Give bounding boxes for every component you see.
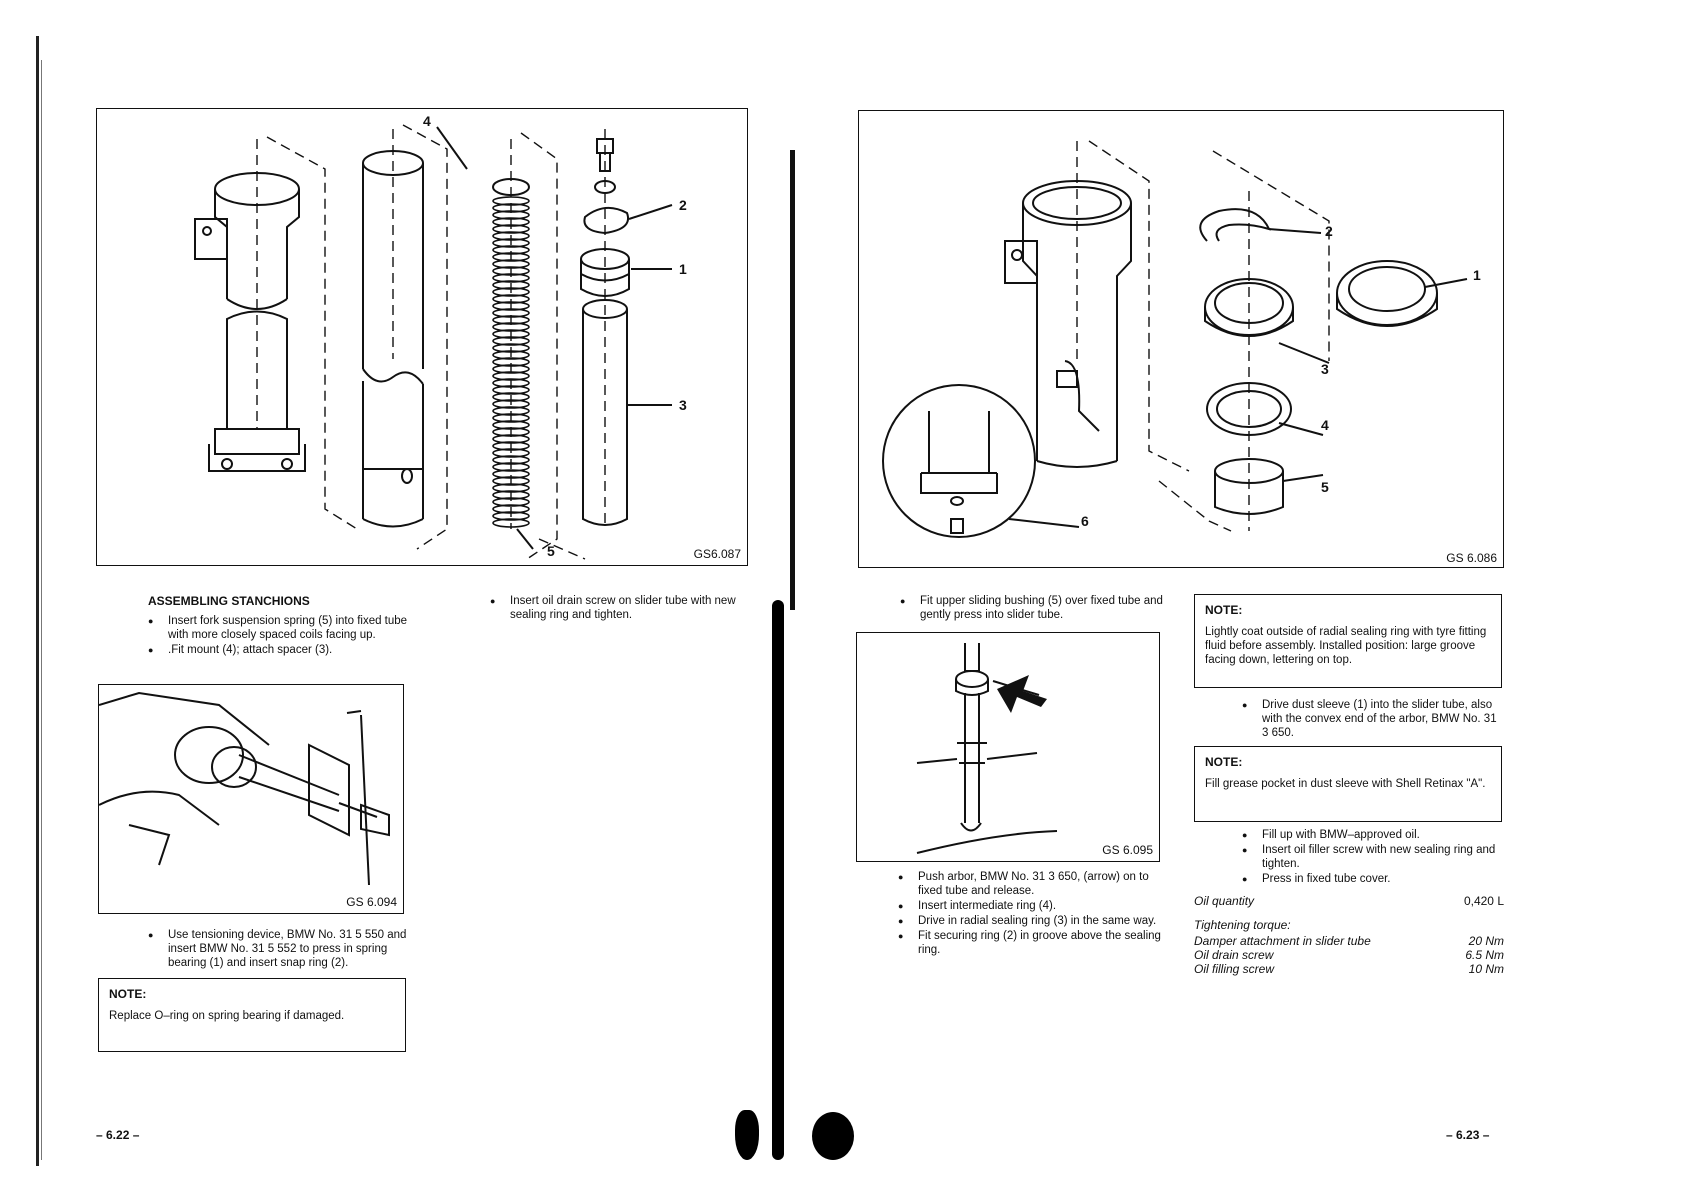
binding-edge (36, 36, 39, 1166)
arrow-icon (997, 675, 1047, 713)
figure-arbor: GS 6.095 (856, 632, 1160, 862)
bullet-item: Fit securing ring (2) in groove above th… (898, 929, 1166, 957)
note-title: NOTE: (109, 987, 147, 1001)
torque-value: 10 Nm (1468, 962, 1504, 976)
oil-quantity-label: Oil quantity (1194, 894, 1255, 908)
bullet-item: Push arbor, BMW No. 31 3 650, (arrow) on… (898, 870, 1166, 898)
callout-5: 5 (547, 543, 555, 559)
stanchion-exploded-drawing (194, 124, 673, 560)
note-box-right-1: NOTE: Lightly coat outside of radial sea… (1194, 594, 1502, 688)
arbor-drawing (916, 643, 1058, 854)
torque-label: Oil drain screw (1194, 948, 1274, 962)
bullet-item: .Fit mount (4); attach spacer (3). (148, 643, 416, 657)
figure-code: GS6.087 (693, 547, 741, 561)
binding-edge-inner (41, 60, 42, 1160)
page-number-left: – 6.22 – (96, 1128, 140, 1142)
bullets-c: Insert oil drain screw on slider tube wi… (490, 594, 752, 623)
torque-label: Oil filling screw (1194, 962, 1275, 976)
bullet-item: Insert oil filler screw with new sealing… (1242, 843, 1504, 871)
bullet-item: Insert oil drain screw on slider tube wi… (490, 594, 752, 622)
torque-label: Damper attachment in slider tube (1194, 934, 1371, 948)
bullet-item: Fill up with BMW–approved oil. (1242, 828, 1504, 842)
page-number-right: – 6.23 – (1446, 1128, 1490, 1142)
callout-1: 1 (1473, 267, 1481, 283)
figure-slider-exploded: 2 1 3 4 5 6 GS 6.086 (858, 110, 1504, 568)
slider-exploded-drawing (882, 140, 1468, 538)
callout-6: 6 (1081, 513, 1089, 529)
bullet-item: Press in fixed tube cover. (1242, 872, 1504, 886)
bullets-a-right: Fit upper sliding bushing (5) over fixed… (900, 594, 1164, 623)
bullet-item: Drive in radial sealing ring (3) in the … (898, 914, 1166, 928)
bullets-b: Use tensioning device, BMW No. 31 5 550 … (148, 928, 410, 971)
figure-tensioning-device: GS 6.094 (98, 684, 404, 914)
bullets-c-right: Drive dust sleeve (1) into the slider tu… (1242, 698, 1504, 741)
tensioning-device-drawing (99, 691, 390, 886)
bullets-b-right: Push arbor, BMW No. 31 3 650, (arrow) on… (898, 870, 1166, 958)
note-title: NOTE: (1205, 603, 1243, 617)
bullets-a: Insert fork suspension spring (5) into f… (148, 614, 416, 658)
gutter-shadow (772, 600, 784, 1160)
note-body: Replace O–ring on spring bearing if dama… (109, 1010, 345, 1022)
oil-quantity-value: 0,420 L (1463, 894, 1504, 908)
callout-4: 4 (423, 113, 431, 129)
gutter-blot-2 (735, 1110, 759, 1160)
torque-heading: Tightening torque: (1194, 918, 1291, 932)
bullet-item: Insert fork suspension spring (5) into f… (148, 614, 416, 642)
callout-2: 2 (679, 197, 687, 213)
bullet-item: Use tensioning device, BMW No. 31 5 550 … (148, 928, 410, 970)
bullets-d-right: Fill up with BMW–approved oil. Insert oi… (1242, 828, 1504, 887)
callout-5: 5 (1321, 479, 1329, 495)
figure-code: GS 6.095 (1102, 843, 1153, 857)
callout-3: 3 (679, 397, 687, 413)
bullet-item: Drive dust sleeve (1) into the slider tu… (1242, 698, 1504, 740)
figure-stanchion-exploded: 4 2 1 3 5 GS6.087 (96, 108, 748, 566)
note-box-left: NOTE: Replace O–ring on spring bearing i… (98, 978, 406, 1052)
callout-1: 1 (679, 261, 687, 277)
note-body: Fill grease pocket in dust sleeve with S… (1205, 778, 1486, 790)
note-title: NOTE: (1205, 755, 1243, 769)
callout-3: 3 (1321, 361, 1329, 377)
figure-code: GS 6.094 (346, 895, 397, 909)
torque-value: 20 Nm (1468, 934, 1504, 948)
section-heading: ASSEMBLING STANCHIONS (148, 594, 310, 608)
note-box-right-2: NOTE: Fill grease pocket in dust sleeve … (1194, 746, 1502, 822)
callout-2: 2 (1325, 223, 1333, 239)
figure-code: GS 6.086 (1446, 551, 1497, 565)
callout-4: 4 (1321, 417, 1329, 433)
torque-value: 6.5 Nm (1465, 948, 1504, 962)
bullet-item: Insert intermediate ring (4). (898, 899, 1166, 913)
gutter-shadow-top (790, 150, 795, 610)
bullet-item: Fit upper sliding bushing (5) over fixed… (900, 594, 1164, 622)
note-body: Lightly coat outside of radial sealing r… (1205, 626, 1487, 666)
gutter-blot (812, 1112, 854, 1160)
